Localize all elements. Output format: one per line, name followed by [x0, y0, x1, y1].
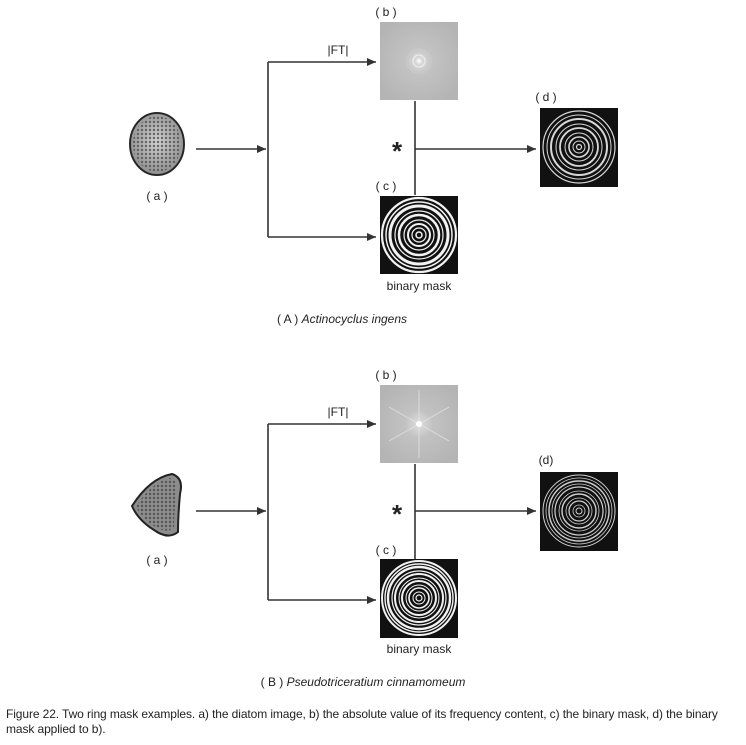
binary-mask-label: binary mask: [387, 279, 453, 293]
ft-label: |FT|: [328, 405, 349, 419]
label-b: ( b ): [375, 368, 396, 382]
species-name: Actinocyclus ingens: [301, 312, 407, 326]
label-d: ( d ): [535, 90, 556, 104]
figure-caption: Figure 22. Two ring mask examples. a) th…: [6, 707, 718, 736]
masked-result-image-d: [540, 472, 618, 551]
convolution-operator: *: [392, 499, 403, 529]
panel-title-b: ( B ) Pseudotriceratium cinnamomeum: [261, 675, 466, 689]
label-b: ( b ): [375, 5, 396, 19]
panel-title-prefix: ( B ): [261, 675, 287, 689]
label-d: (d): [539, 453, 554, 467]
label-a: ( a ): [146, 553, 167, 567]
label-c: ( c ): [376, 543, 397, 557]
panel-title-prefix: ( A ): [277, 312, 302, 326]
panel-title-a: ( A ) Actinocyclus ingens: [277, 312, 407, 326]
panel-b: ( a ) |FT| * ( b ) ( c ): [130, 368, 618, 689]
label-c: ( c ): [376, 179, 397, 193]
ft-label: |FT|: [328, 43, 349, 57]
flow-lines-b: [196, 420, 536, 604]
masked-result-image-d: [540, 108, 618, 187]
species-name: Pseudotriceratium cinnamomeum: [287, 675, 466, 689]
figure-canvas: ( a ) |FT| * ( b ) ( c ): [129, 5, 618, 689]
flow-lines-a: [196, 58, 536, 241]
label-a: ( a ): [146, 189, 167, 203]
diatom-image-a: [130, 472, 182, 537]
ft-magnitude-image-b: [380, 22, 458, 100]
binary-mask-image-c: [380, 196, 458, 274]
convolution-operator: *: [392, 136, 403, 166]
binary-mask-image-c: [380, 559, 458, 638]
diatom-image-a: [129, 112, 185, 176]
binary-mask-label: binary mask: [387, 642, 453, 656]
panel-a: ( a ) |FT| * ( b ) ( c ): [129, 5, 618, 326]
ft-magnitude-image-b: [380, 385, 458, 463]
